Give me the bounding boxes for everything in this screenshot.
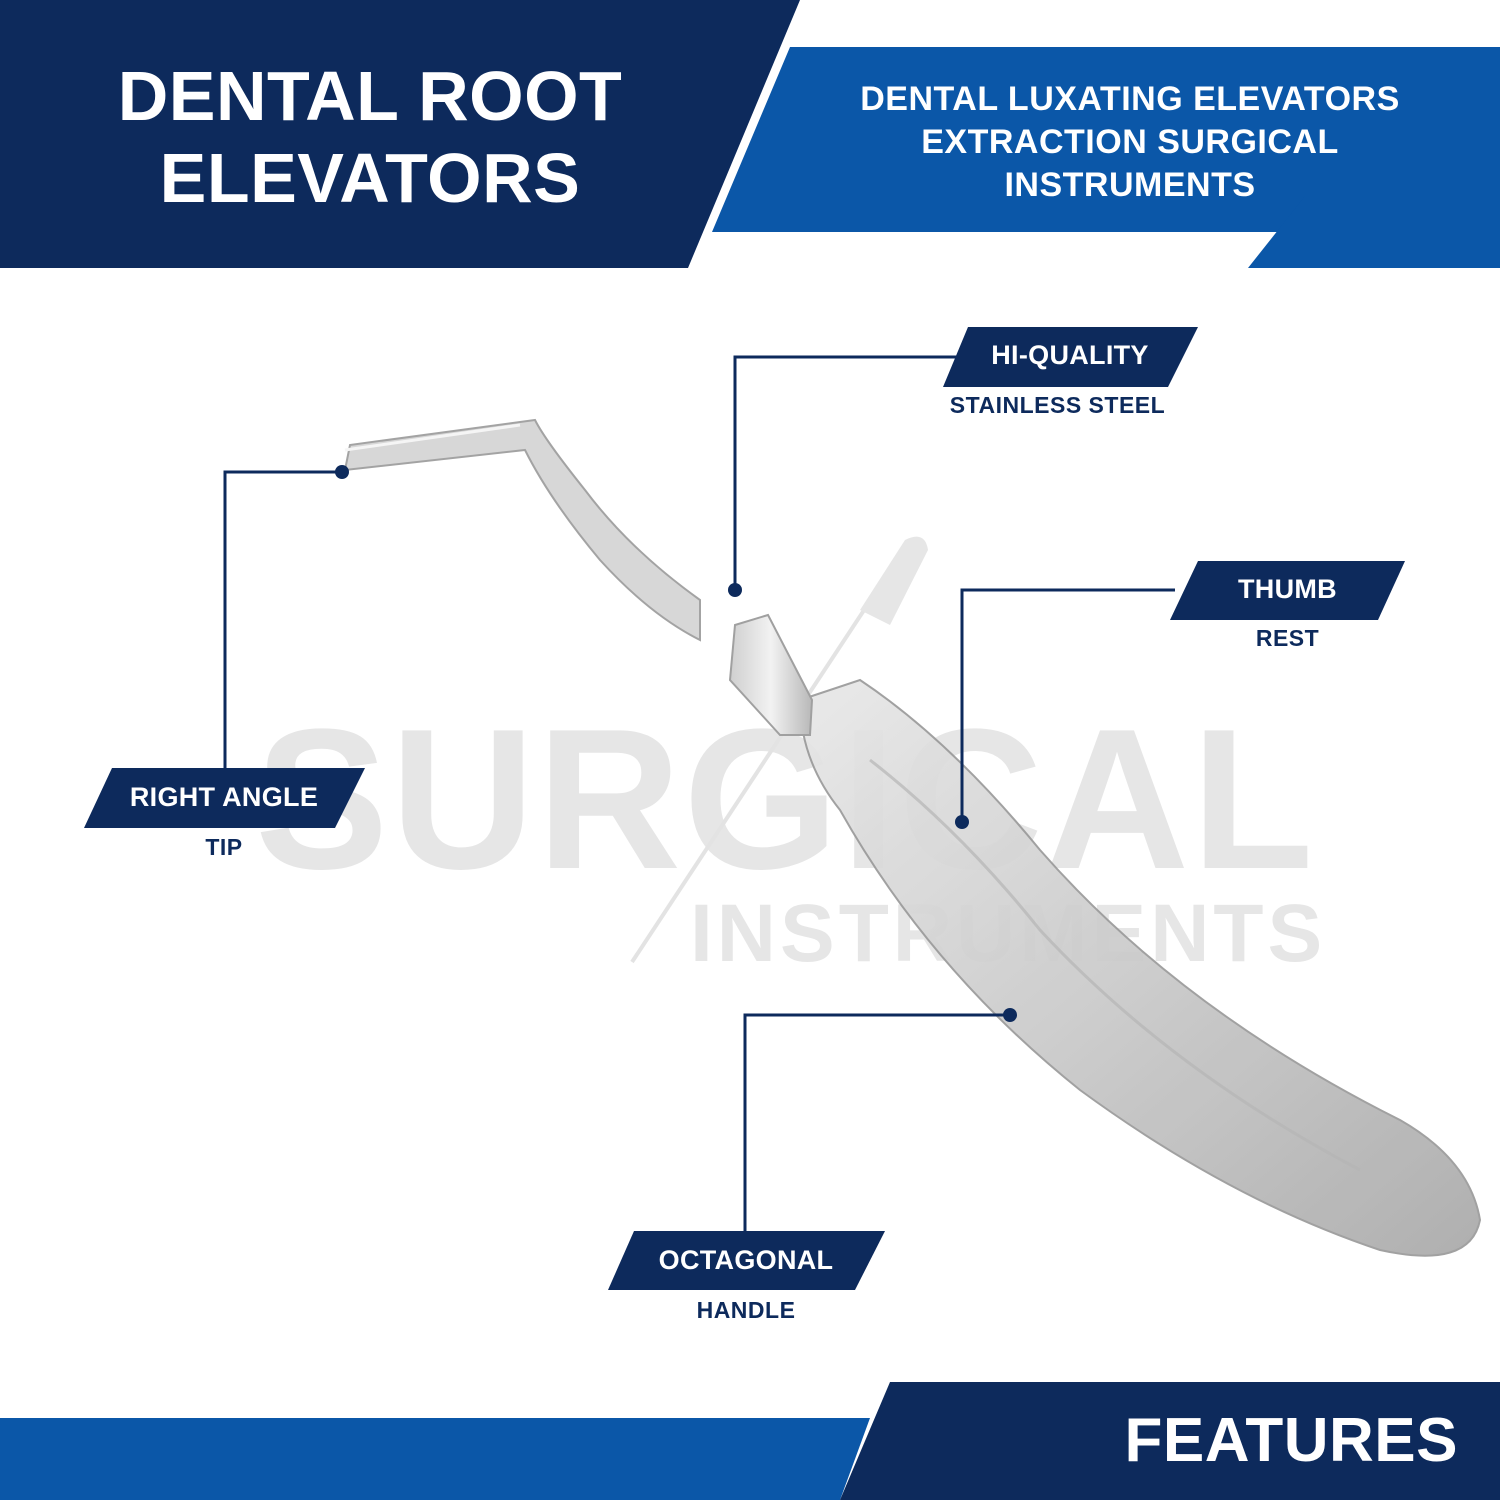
quality-tag-bg — [943, 327, 1198, 387]
header-navy-panel — [0, 0, 800, 268]
title-line-1: DENTAL ROOT — [117, 57, 623, 135]
thumb-tag-bg — [1170, 561, 1405, 620]
quality-tag-title: HI-QUALITY — [991, 340, 1149, 370]
features-label: FEATURES — [1124, 1406, 1458, 1475]
ferrule-shape — [728, 613, 814, 736]
handle-callout-dot — [1003, 1008, 1017, 1022]
footer-blue-stripe — [0, 1418, 870, 1500]
tip-callout-dot — [335, 465, 349, 479]
page-subtitle: DENTAL LUXATING ELEVATORS EXTRACTION SUR… — [780, 78, 1480, 207]
title-line-2: ELEVATORS — [159, 139, 581, 217]
footer-navy-panel — [840, 1382, 1500, 1500]
thumb-callout-dot — [955, 815, 969, 829]
quality-callout-dot — [728, 583, 742, 597]
thumb-tag-title: THUMB — [1238, 574, 1337, 604]
thumb-tag-subtitle: REST — [1255, 625, 1320, 651]
subtitle-line-2: EXTRACTION SURGICAL — [921, 123, 1339, 161]
handle-shape — [798, 678, 1482, 1257]
tip-tag-bg — [84, 768, 365, 828]
shank-shape — [343, 418, 701, 642]
handle-tag-title: OCTAGONAL — [658, 1245, 834, 1275]
subtitle-line-1: DENTAL LUXATING ELEVATORS — [860, 80, 1400, 118]
handle-tag-subtitle: HANDLE — [696, 1297, 796, 1323]
quality-tag-subtitle: STAINLESS STEEL — [949, 392, 1166, 418]
tip-tag-subtitle: TIP — [205, 834, 243, 860]
handle-tag-bg — [608, 1231, 885, 1290]
tip-tag-title: RIGHT ANGLE — [129, 782, 319, 812]
page-title: DENTAL ROOT ELEVATORS — [60, 55, 680, 219]
subtitle-line-3: INSTRUMENTS — [1004, 166, 1256, 204]
header-accent-stripe — [1248, 196, 1500, 268]
header-blue-banner — [712, 47, 1500, 232]
